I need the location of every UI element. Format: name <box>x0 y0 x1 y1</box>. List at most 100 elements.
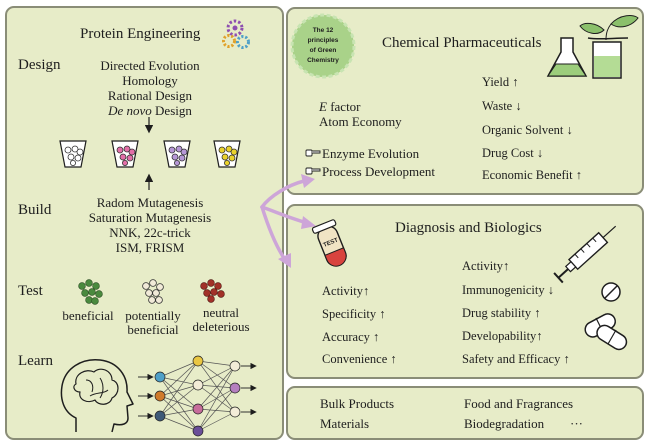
app-food-fragrances: Food and Fragrances <box>464 396 574 411</box>
cup-pink-icon <box>111 140 139 168</box>
diagnosis-biologics-title: Diagnosis and Biologics <box>395 220 542 236</box>
tablet-pill-icon <box>601 282 621 302</box>
diag-right-safety: Safety and Efficacy ↑ <box>462 352 570 366</box>
outcome-yield-arrow: ↑ <box>512 75 519 89</box>
outcome-economic-arrow: ↑ <box>575 168 582 182</box>
cluster-beneficial-icon <box>78 279 103 305</box>
diag-left-specificity: Specificity ↑ <box>322 307 386 321</box>
library-cups <box>59 140 241 168</box>
denovo-italic: De novo <box>108 103 152 118</box>
diag-left-activity-label: Activity <box>322 284 363 298</box>
app-materials: Materials <box>320 416 370 431</box>
app-biodegradation: Biodegradation <box>464 416 545 431</box>
green-chemistry-badge-icon: The 12 principles of Green Chemistry <box>290 13 356 79</box>
diag-left-activity: Activity↑ <box>322 284 369 298</box>
design-method-homology: Homology <box>122 73 178 88</box>
app-ellipsis: ··· <box>570 416 583 431</box>
e-factor-rest: factor <box>326 99 361 114</box>
diag-right-activity-arrow: ↑ <box>502 259 510 273</box>
badge-line-2: principles <box>308 37 339 44</box>
test-label-neutral-1: neutral <box>202 305 240 320</box>
cluster-neutral-deleterious-icon <box>200 279 225 303</box>
connector-to-applications <box>260 205 286 260</box>
outcome-yield-label: Yield <box>482 75 510 89</box>
cup-violet-icon <box>163 140 191 168</box>
outcome-solvent-label: Organic Solvent <box>482 123 564 137</box>
outcome-waste: Waste ↓ <box>482 99 522 113</box>
diag-right-developability-label: Developability <box>462 329 537 343</box>
outcome-economic: Economic Benefit ↑ <box>482 168 582 182</box>
app-bulk-products: Bulk Products <box>320 396 395 411</box>
connector-to-diagnosis <box>260 205 306 224</box>
diag-right-immunogenicity: Immunogenicity ↓ <box>462 283 554 297</box>
diag-right-drug-stability-arrow: ↑ <box>534 306 541 320</box>
test-tube-label: TEST <box>323 237 340 248</box>
diag-right-activity-label: Activity <box>462 259 503 273</box>
diagnosis-biologics-panel <box>286 204 644 379</box>
build-method-random: Radom Mutagenesis <box>96 195 204 210</box>
protein-engineering-title: Protein Engineering <box>80 26 201 42</box>
outcome-yield: Yield ↑ <box>482 75 518 89</box>
test-label-neutral-2: deleterious <box>192 319 250 334</box>
diag-left-specificity-arrow: ↑ <box>379 307 386 321</box>
outcome-drug-cost-label: Drug Cost <box>482 146 534 160</box>
atom-economy-text: Atom Economy <box>319 114 402 129</box>
design-method-rational: Rational Design <box>107 88 193 103</box>
diag-left-accuracy: Accuracy ↑ <box>322 330 379 344</box>
hand-pointer-icon-1 <box>305 149 321 157</box>
outcome-solvent: Organic Solvent ↓ <box>482 123 573 137</box>
cluster-potentially-beneficial-icon <box>142 279 164 304</box>
stage-design: Design <box>18 57 61 73</box>
build-method-ism: ISM, FRISM <box>115 240 185 255</box>
diag-left-activity-arrow: ↑ <box>362 284 370 298</box>
chemical-pharmaceuticals-title: Chemical Pharmaceuticals <box>382 35 542 51</box>
diag-left-convenience: Convenience ↑ <box>322 352 397 366</box>
build-method-saturation: Saturation Mutagenesis <box>88 210 212 225</box>
diag-right-safety-label: Safety and Efficacy <box>462 352 561 366</box>
stage-build: Build <box>18 202 52 218</box>
e-factor-italic: E <box>319 99 327 114</box>
diag-left-accuracy-arrow: ↑ <box>373 330 380 344</box>
connector-arrows <box>260 179 306 260</box>
outcome-waste-arrow: ↓ <box>515 99 522 113</box>
diag-right-developability-arrow: ↑ <box>536 329 543 343</box>
test-label-potentially-2: beneficial <box>127 322 179 337</box>
enzyme-evolution-text: Enzyme Evolution <box>322 146 420 161</box>
neural-network-icon <box>138 355 257 437</box>
stage-test: Test <box>18 283 43 299</box>
e-factor-text: E factor <box>319 100 361 114</box>
diag-left-convenience-label: Convenience <box>322 352 388 366</box>
arrowhead-to-diagnosis <box>301 216 316 229</box>
design-method-denovo: De novo Design <box>50 104 250 118</box>
process-development-text: Process Development <box>322 164 436 179</box>
test-label-potentially-1: potentially <box>125 308 181 323</box>
diag-right-safety-arrow: ↑ <box>563 352 570 366</box>
hand-pointer-icon-2 <box>305 167 321 175</box>
diag-left-convenience-arrow: ↑ <box>390 352 397 366</box>
denovo-suffix: Design <box>151 103 192 118</box>
badge-line-1: The 12 <box>313 27 334 34</box>
connector-to-chemical <box>260 179 306 209</box>
diag-right-drug-stability-label: Drug stability <box>462 306 532 320</box>
capsules-icon <box>584 313 628 351</box>
test-tube-icon: TEST <box>311 219 347 267</box>
diag-left-accuracy-label: Accuracy <box>322 330 370 344</box>
test-label-beneficial: beneficial <box>62 308 114 323</box>
syringe-icon <box>553 225 617 284</box>
outcome-drug-cost: Drug Cost ↓ <box>482 146 543 160</box>
outcome-solvent-arrow: ↓ <box>566 123 573 137</box>
badge-line-4: Chemistry <box>307 57 339 64</box>
outcome-economic-label: Economic Benefit <box>482 168 573 182</box>
cup-yellow-icon <box>213 140 241 168</box>
build-method-nnk: NNK, 22c-trick <box>109 225 191 240</box>
applications-panel <box>286 386 644 440</box>
diag-right-developability: Developability↑ <box>462 329 543 343</box>
brain-head-icon <box>60 359 134 433</box>
stage-learn: Learn <box>18 353 53 369</box>
diag-right-immunogenicity-label: Immunogenicity <box>462 283 545 297</box>
outcome-waste-label: Waste <box>482 99 513 113</box>
outcome-drug-cost-arrow: ↓ <box>536 146 544 160</box>
lab-flask-leaves-icon <box>546 15 639 79</box>
arrowhead-to-chemical <box>301 174 315 188</box>
